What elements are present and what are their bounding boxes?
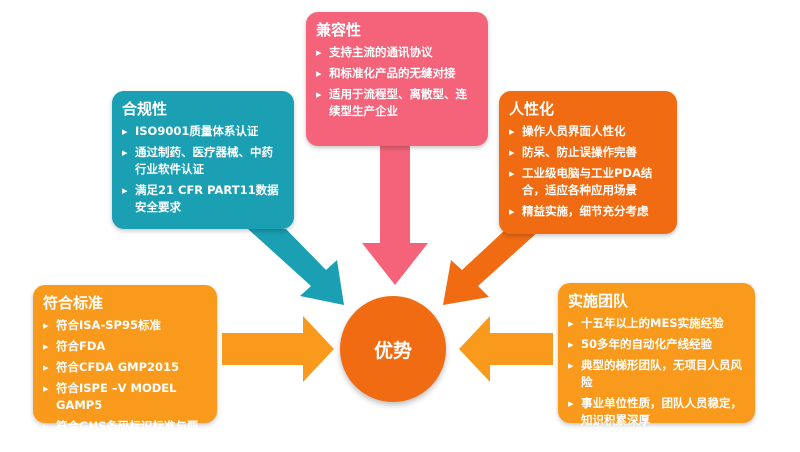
arrow-compliance	[248, 229, 344, 305]
center-label: 优势	[373, 339, 412, 362]
compatibility-title: 兼容性	[316, 21, 362, 39]
team-item: 事业单位性质，团队人员稳定，知识积累深厚	[568, 395, 745, 429]
humanization-item: 操作人员界面人性化	[509, 123, 667, 140]
team-item: 典型的梯形团队，无项目人员风险	[568, 357, 745, 391]
standards-item: 符合GHS条码标识标准与要求	[43, 418, 207, 452]
arrow-standard	[222, 316, 334, 382]
compliance-item: 通过制药、医疗器械、中药行业软件认证	[122, 144, 284, 178]
standards-item: 符合FDA	[43, 338, 207, 355]
humanization-box: 人性化 操作人员界面人性化 防呆、防止误操作完善 工业级电脑与工业PDA结合，适…	[499, 91, 677, 234]
team-item: 十五年以上的MES实施经验	[568, 315, 745, 332]
arrow-team	[459, 316, 553, 382]
humanization-item: 精益实施，细节充分考虑	[509, 203, 667, 220]
advantage-center-circle: 优势	[340, 296, 446, 402]
compatibility-item: 支持主流的通讯协议	[316, 44, 478, 61]
standards-item: 符合CFDA GMP2015	[43, 359, 207, 376]
compliance-item: ISO9001质量体系认证	[122, 123, 284, 140]
compliance-box: 合规性 ISO9001质量体系认证 通过制药、医疗器械、中药行业软件认证 满足2…	[112, 91, 294, 229]
standards-item: 符合ISPE –V MODEL GAMP5	[43, 380, 207, 414]
compatibility-box: 兼容性 支持主流的通讯协议 和标准化产品的无缝对接 适用于流程型、离散型、连续型…	[306, 12, 488, 146]
compliance-item: 满足21 CFR PART11数据安全要求	[122, 182, 284, 216]
arrow-compat	[362, 146, 428, 285]
arrow-human	[443, 230, 540, 305]
compatibility-item: 和标准化产品的无缝对接	[316, 65, 478, 82]
humanization-item: 工业级电脑与工业PDA结合，适应各种应用场景	[509, 165, 667, 199]
humanization-title: 人性化	[509, 100, 555, 118]
humanization-item: 防呆、防止误操作完善	[509, 144, 667, 161]
team-item: 50多年的自动化产线经验	[568, 336, 745, 353]
standards-item: 符合ISA-SP95标准	[43, 317, 207, 334]
compatibility-item: 适用于流程型、离散型、连续型生产企业	[316, 86, 478, 120]
compliance-title: 合规性	[122, 100, 168, 118]
team-box: 实施团队 十五年以上的MES实施经验 50多年的自动化产线经验 典型的梯形团队，…	[558, 283, 755, 427]
standards-box: 符合标准 符合ISA-SP95标准 符合FDA 符合CFDA GMP2015 符…	[33, 285, 217, 450]
standards-title: 符合标准	[43, 294, 104, 312]
team-title: 实施团队	[568, 292, 629, 310]
arrows-layer	[222, 146, 553, 382]
